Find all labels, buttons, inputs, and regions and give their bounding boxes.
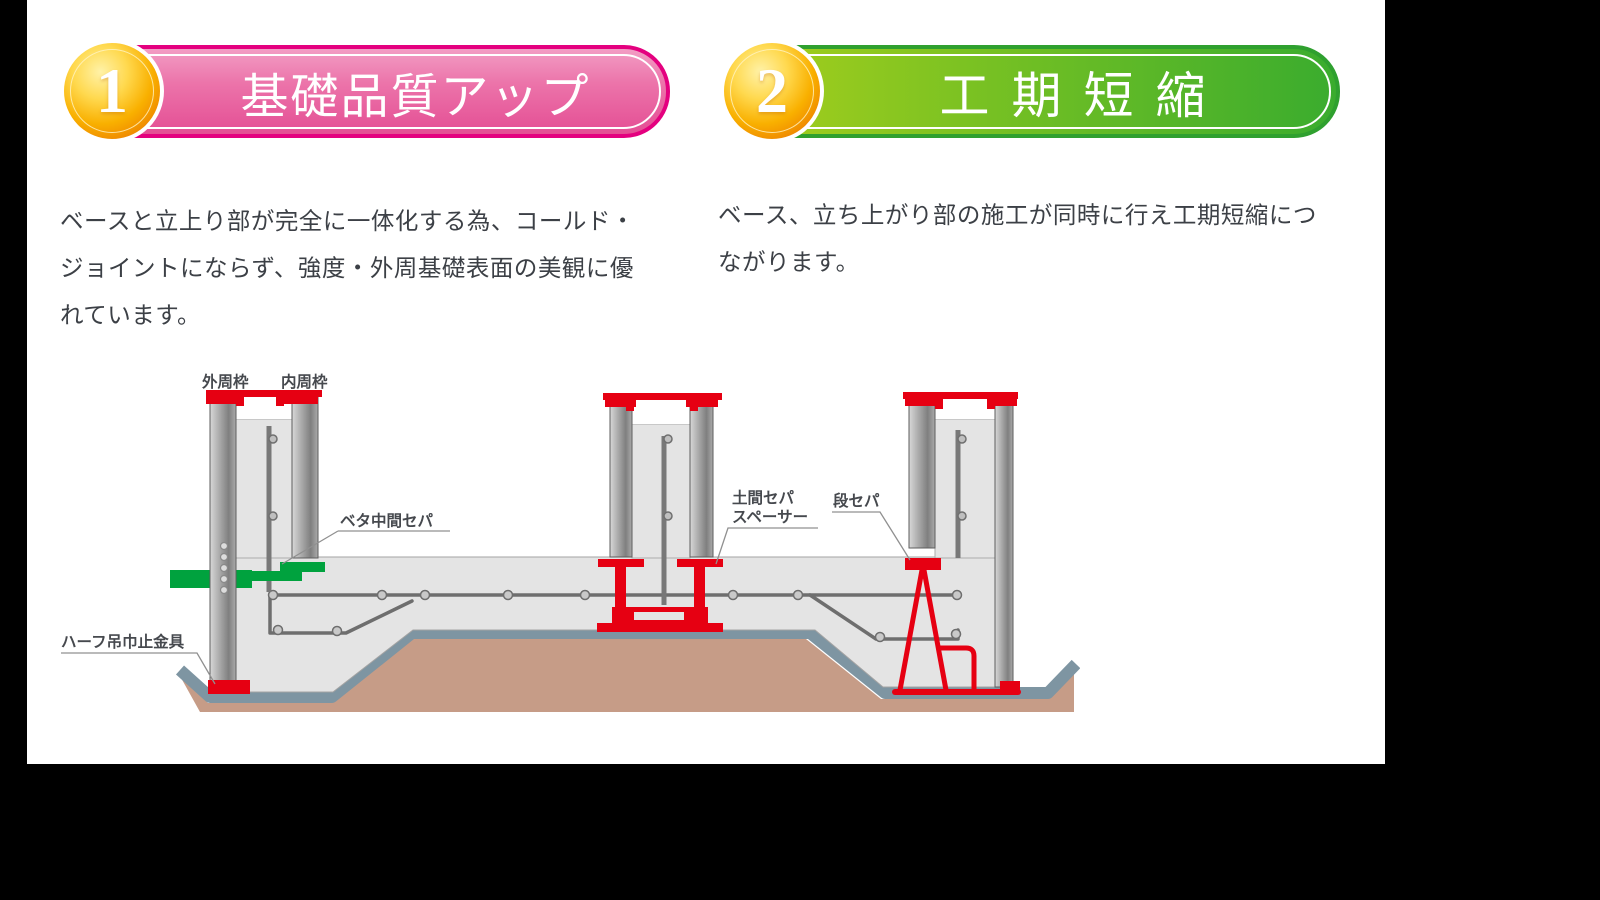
feature2-description: ベース、立ち上がり部の施工が同時に行え工期短縮につながります。	[718, 201, 1317, 275]
label-doma-separator-2: スペーサー	[732, 508, 808, 526]
label-doma-separator-1: 土間セパ	[732, 488, 795, 507]
half-hanger-clamp	[208, 680, 250, 694]
outer-frame-panel	[209, 392, 237, 686]
leader-lines	[61, 511, 911, 685]
panel-bolt-holes	[219, 541, 229, 595]
form-tie-rods	[266, 426, 967, 605]
feature1-number: 1	[96, 55, 128, 126]
feature1-title: 基礎品質アップ	[240, 70, 591, 124]
feature2-ribbon: 工期短縮	[775, 45, 1340, 138]
label-inner-frame: 内周枠	[281, 372, 328, 391]
step-separator-a-frame	[892, 567, 1021, 695]
label-half-hanger: ハーフ吊巾止金具	[61, 632, 185, 651]
label-outer-frame: 外周枠	[202, 372, 249, 391]
slab-mid-separator-green	[250, 562, 325, 581]
feature2-title: 工期短縮	[939, 67, 1228, 124]
foundation-cross-section-diagram: 外周枠 内周枠 ベタ中間セパ 土間セパ スペーサー 段セパ ハーフ吊巾止金具	[61, 372, 1080, 712]
inner-frame-panel	[291, 392, 319, 559]
content-panel: 基礎品質アップ 1 工期短縮 2 ベースと立上り部が完全に一体化する為、コールド…	[27, 0, 1385, 764]
formwork-panels	[209, 392, 1014, 688]
feature2-number: 2	[756, 55, 788, 126]
feature1-number-badge: 1	[60, 39, 164, 143]
formwork-red-hardware	[206, 390, 1021, 695]
rebar-ties	[267, 589, 963, 643]
soil-layer	[180, 639, 1074, 712]
membrane-layer	[175, 627, 1080, 703]
feature1-description: ベースと立上り部が完全に一体化する為、コールド・ジョイントにならず、強度・外周基…	[60, 207, 635, 328]
feature2-number-badge: 2	[720, 39, 824, 143]
label-step-separator: 段セパ	[833, 491, 880, 510]
label-slab-mid-separator: ベタ中間セパ	[340, 511, 434, 530]
feature1-ribbon: 基礎品質アップ	[115, 45, 670, 138]
doma-separator-spacer	[597, 559, 723, 632]
